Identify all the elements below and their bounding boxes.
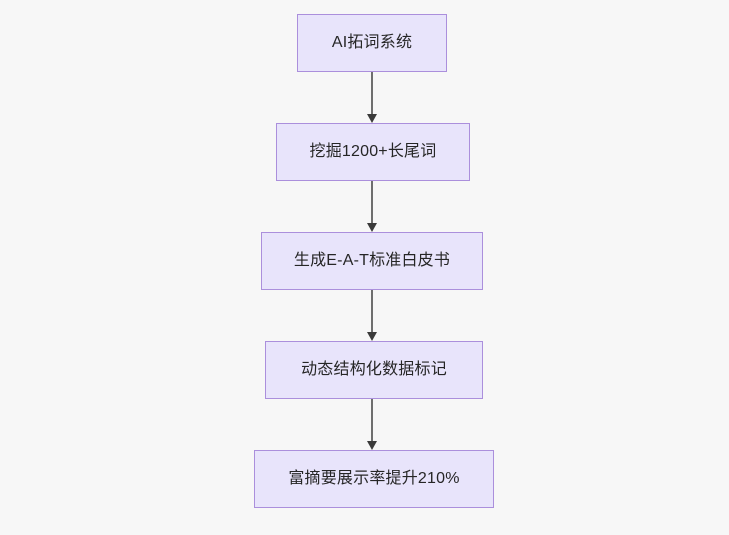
flow-node-label: AI拓词系统 bbox=[331, 34, 413, 51]
flow-node-dynamic-structured-data-markup[interactable]: 动态结构化数据标记 bbox=[265, 341, 483, 399]
flow-edge-4-arrowhead-icon bbox=[367, 441, 377, 450]
flow-node-label: 动态结构化数据标记 bbox=[301, 361, 447, 378]
flow-node-label: 挖掘1200+长尾词 bbox=[309, 143, 437, 160]
flow-node-generate-eat-whitepaper[interactable]: 生成E-A-T标准白皮书 bbox=[261, 232, 483, 290]
flow-edge-2-arrowhead-icon bbox=[367, 223, 377, 232]
flow-edge-3-arrowhead-icon bbox=[367, 332, 377, 341]
flow-node-ai-keyword-system[interactable]: AI拓词系统 bbox=[297, 14, 447, 72]
flow-node-mine-longtail-keywords[interactable]: 挖掘1200+长尾词 bbox=[276, 123, 470, 181]
flow-node-rich-snippet-impression-uplift[interactable]: 富摘要展示率提升210% bbox=[254, 450, 494, 508]
flow-edge-1-arrowhead-icon bbox=[367, 114, 377, 123]
flow-edge-1-line bbox=[371, 72, 373, 115]
flow-edge-3-line bbox=[371, 290, 373, 333]
flow-edge-2-line bbox=[371, 181, 373, 224]
flow-node-label: 富摘要展示率提升210% bbox=[288, 470, 460, 487]
flow-node-label: 生成E-A-T标准白皮书 bbox=[293, 252, 451, 269]
flow-edge-4-line bbox=[371, 399, 373, 442]
